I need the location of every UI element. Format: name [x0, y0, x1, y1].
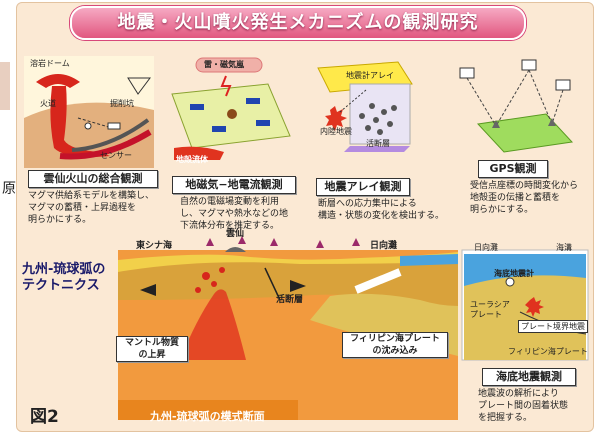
trench-philippine-label: フィリピン海プレート: [508, 347, 588, 356]
title-banner: [70, 6, 526, 40]
magnetometer-icon: [256, 120, 270, 126]
trench-label: 海溝: [556, 243, 572, 252]
magma-droplets: [195, 267, 225, 293]
drill-hole-label: 掘削坑: [110, 99, 134, 108]
trench-plate: [464, 275, 586, 360]
cross-section-title: 九州-琉球弧の模式断面: [150, 410, 265, 423]
cross-section-title-bg: [118, 400, 298, 420]
tectonics-label: 九州-琉球弧のテクトニクス: [22, 262, 106, 293]
gps-receiver-icon: [492, 118, 556, 128]
thunder-label: 雷・磁気嵐: [204, 60, 244, 69]
active-fault-label: 活断層: [276, 295, 304, 305]
sensor-label: センサー: [100, 151, 132, 160]
hyuganada-label: 日向灘: [370, 241, 398, 251]
conduit-label: 火道: [40, 99, 56, 108]
stray-left-character: 原: [2, 181, 16, 197]
magnetometer-icon: [212, 126, 226, 132]
mantle-upwelling: [180, 289, 246, 360]
panel-label-unzen: 雲仙火山の総合観測: [28, 170, 158, 188]
logger-icon: [227, 109, 237, 119]
lava-dome: [36, 74, 80, 88]
magma-conduit: [50, 86, 110, 157]
eurasia-label: ユーラシアプレート: [470, 300, 510, 319]
arrow-right-icon: [290, 280, 306, 292]
panel-label-array: 地震アレイ観測: [316, 178, 410, 196]
seismometer-array-label: 地震計アレイ: [346, 71, 394, 80]
panel-desc-unzen: マグマ供給系モデルを構築し、マグマの蓄積・上昇過程を明らかにする。: [28, 191, 155, 225]
volcano-inset: [24, 56, 154, 168]
unzen-volcano-icon: [225, 247, 246, 252]
gps-satellite-icons: [459, 59, 571, 91]
panel-label-geomagnetic: 地磁気−地電流観測: [172, 176, 296, 194]
figure-label: 図2: [30, 407, 59, 427]
boundary-quake-label: プレート境界地震: [518, 320, 588, 333]
magnetometer-icon: [190, 104, 204, 110]
philippine-plate-box: フィリピン海プレートの沈み込み: [342, 332, 448, 358]
trench-hyuganada-label: 日向灘: [474, 243, 498, 252]
lightning-icon: [220, 75, 232, 97]
thunder-badge: [195, 57, 263, 73]
crustal-fluid-label: 地殻流体: [176, 155, 208, 164]
mantle-rise-box: マントル物質の上昇: [116, 336, 188, 362]
panel-desc-array: 断層への応力集中による構造・状態の変化を検出する。: [318, 199, 445, 221]
cross-section: [118, 236, 458, 420]
surface-layer: [118, 252, 458, 272]
gps-inset: [459, 59, 574, 153]
station-markers-icon: [206, 236, 360, 248]
obs-label: 海底地震計: [494, 269, 534, 278]
sensor-signal: [77, 117, 113, 129]
drill-rig-icon: [127, 77, 151, 95]
magnetometer-icon: [246, 98, 260, 104]
active-fault-line: [264, 267, 281, 301]
sensor-dot-icon: [84, 122, 92, 130]
panel-label-gps: GPS観測: [478, 160, 548, 178]
boundary-quake-icon: [525, 297, 544, 317]
sea-layer: [400, 254, 458, 266]
wave-path: [339, 89, 367, 113]
active-fault-inset-label: 活断層: [366, 139, 390, 148]
fault-layer: [344, 146, 410, 152]
gps-ground-plane: [476, 113, 574, 153]
subduction-arrow-shaft: [354, 268, 402, 294]
panel-desc-obs: 地震波の解析によりプレート間の固着状態を把握する。: [478, 389, 569, 423]
figure-title: 地震・火山噴火発生メカニズムの観測研究: [117, 12, 479, 33]
gps-signal-lines: [466, 69, 564, 127]
panel-desc-geomagnetic: 自然の電磁場変動を利用し、マグマや熱水などの地下流体分布を推定する。: [180, 197, 289, 231]
unzen-label: 雲仙: [226, 229, 245, 239]
arrow-left-icon: [140, 284, 156, 296]
obs-icon: [505, 277, 515, 287]
drill-hole: [71, 118, 150, 152]
seismic-array-inset: [317, 61, 413, 152]
panel-desc-gps: 受信点座標の時間変化から地殻歪の伝播と蓄積を明らかにする。: [470, 181, 579, 215]
panel-label-obs: 海底地震観測: [482, 368, 576, 386]
sensor-icon: [107, 122, 121, 130]
lava-dome-label: 溶岩ドーム: [30, 59, 70, 68]
inland-quake-label: 内陸地震: [320, 127, 352, 136]
inland-quake-star-icon: [325, 106, 347, 131]
geomagnetic-inset: [171, 57, 291, 160]
crustal-fluid-blob: [174, 146, 224, 160]
magma-path: [59, 129, 152, 160]
east-china-sea-label: 東シナ海: [136, 241, 173, 251]
seismic-dots: [359, 103, 397, 135]
trench-inset: [461, 249, 589, 361]
left-edge-fragment: [0, 62, 10, 110]
